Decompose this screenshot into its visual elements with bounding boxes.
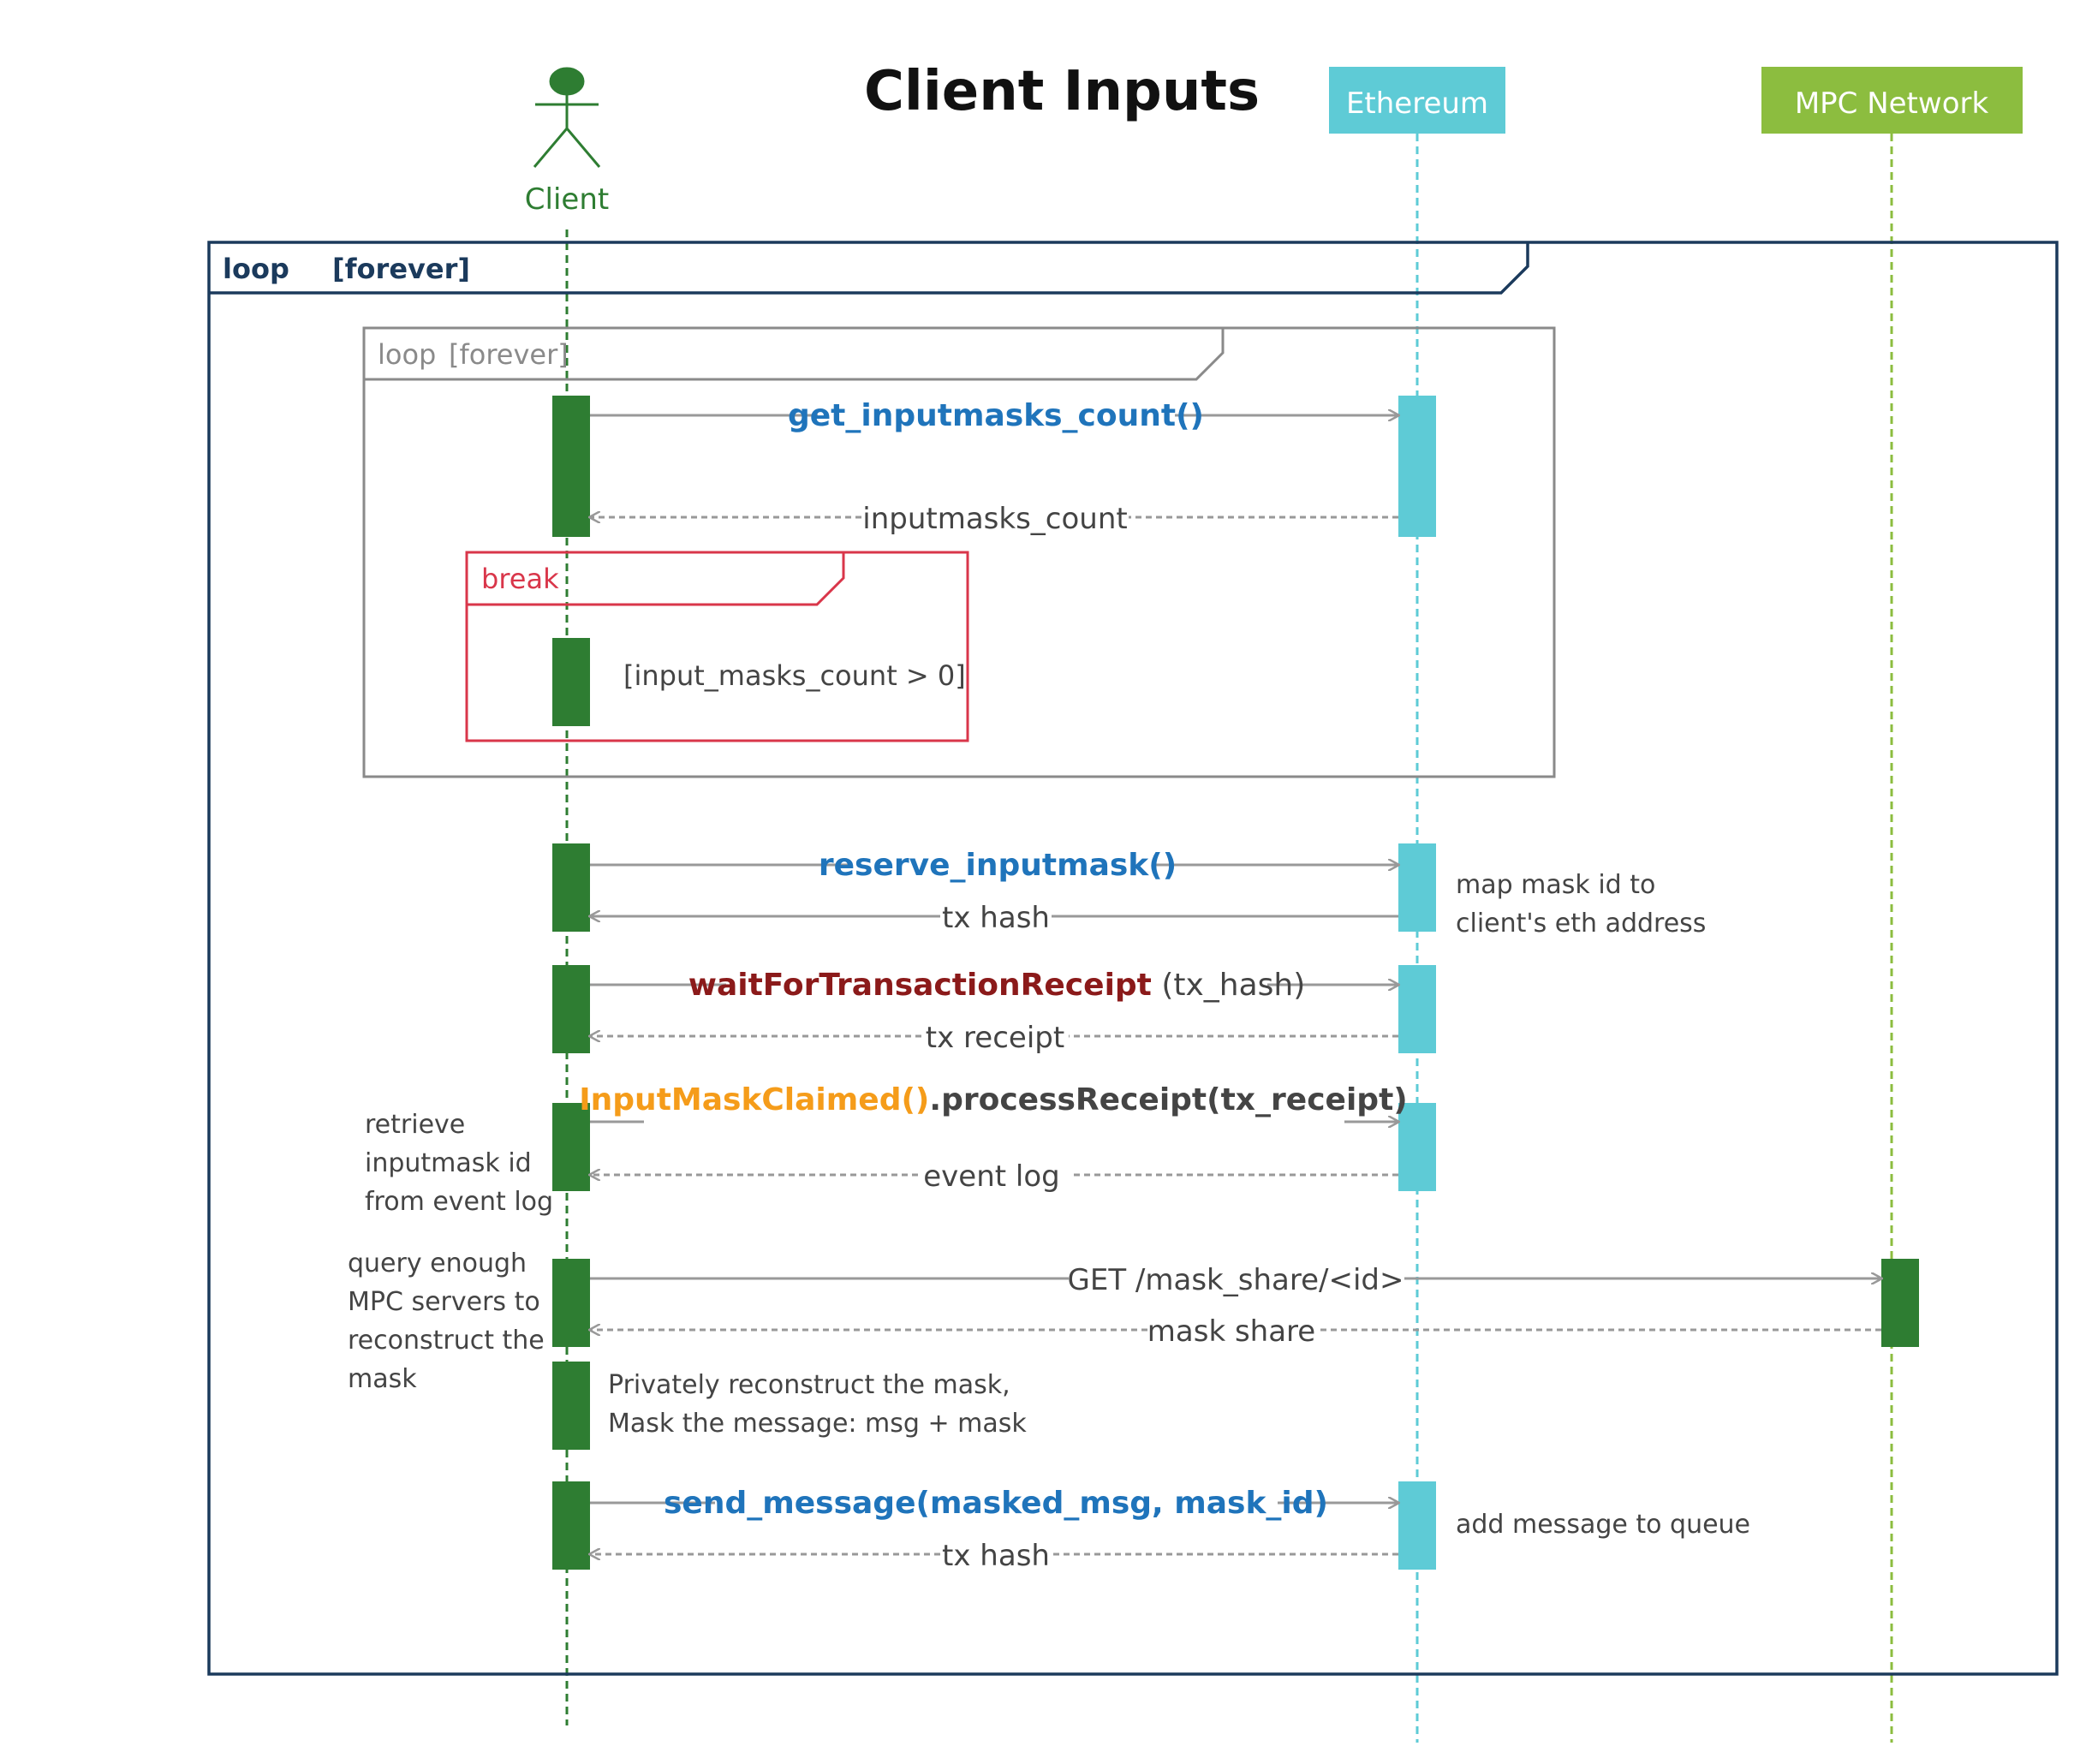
client-activation-bar bbox=[552, 1362, 590, 1450]
return-tx-hash-send: tx hash bbox=[590, 1539, 1398, 1573]
reserve-inputmask-label: reserve_inputmask() bbox=[819, 848, 1177, 883]
ethereum-activation-bar bbox=[1398, 396, 1436, 537]
outer-loop-keyword: loop bbox=[223, 253, 289, 285]
note-reconstruct-mask: Privately reconstruct the mask, Mask the… bbox=[608, 1370, 1027, 1439]
client-activation-bar bbox=[552, 1259, 590, 1347]
ethereum-participant-box bbox=[1329, 67, 1505, 134]
svg-text:mask: mask bbox=[348, 1364, 417, 1394]
mpc-network-label: MPC Network bbox=[1795, 86, 1989, 121]
process-receipt-label: InputMaskClaimed().processReceipt(tx_rec… bbox=[579, 1082, 1407, 1117]
svg-text:retrieve: retrieve bbox=[365, 1110, 465, 1140]
break-keyword: break bbox=[481, 563, 559, 595]
client-activations bbox=[552, 396, 590, 1570]
client-activation-bar bbox=[552, 396, 590, 537]
note-add-message-to-queue: add message to queue bbox=[1456, 1510, 1750, 1540]
note-retrieve-inputmask-id: retrieve inputmask id from event log bbox=[365, 1110, 553, 1217]
tx-hash-label: tx hash bbox=[942, 901, 1050, 935]
message-send-message: send_message(masked_msg, mask_id) bbox=[590, 1486, 1398, 1521]
message-get-inputmasks-count: get_inputmasks_count() bbox=[590, 398, 1398, 433]
client-activation-bar bbox=[552, 1481, 590, 1570]
message-reserve-inputmask: reserve_inputmask() bbox=[590, 848, 1398, 883]
message-process-receipt: InputMaskClaimed().processReceipt(tx_rec… bbox=[579, 1082, 1408, 1122]
break-condition: [input_masks_count > 0] bbox=[623, 659, 966, 692]
outer-loop-condition: [forever] bbox=[332, 253, 470, 285]
diagram-title: Client Inputs bbox=[864, 60, 1260, 123]
client-activation-bar bbox=[552, 1103, 590, 1191]
svg-text:MPC servers to: MPC servers to bbox=[348, 1287, 540, 1317]
break-frame: break [input_masks_count > 0] bbox=[465, 551, 969, 742]
svg-text:reconstruct the: reconstruct the bbox=[348, 1326, 545, 1356]
svg-text:map mask id to: map mask id to bbox=[1456, 870, 1655, 900]
outer-loop-frame: loop [forever] bbox=[207, 241, 2059, 1676]
svg-text:Privately reconstruct the mask: Privately reconstruct the mask, bbox=[608, 1370, 1010, 1400]
return-event-log: event log bbox=[590, 1159, 1398, 1194]
tx-receipt-label: tx receipt bbox=[926, 1021, 1064, 1055]
ethereum-activation-bar bbox=[1398, 1103, 1436, 1191]
get-mask-share-label: GET /mask_share/<id> bbox=[1068, 1263, 1404, 1297]
ethereum-activation-bar bbox=[1398, 1481, 1436, 1570]
inner-loop-frame: loop [forever] bbox=[362, 326, 1556, 778]
mpc-activation-bar bbox=[1881, 1259, 1919, 1347]
send-tx-hash-label: tx hash bbox=[942, 1539, 1050, 1573]
client-actor-icon bbox=[533, 67, 601, 168]
mask-share-label: mask share bbox=[1147, 1314, 1315, 1349]
note-map-mask-id: map mask id to client's eth address bbox=[1456, 870, 1706, 939]
send-message-label: send_message(masked_msg, mask_id) bbox=[664, 1486, 1328, 1521]
message-get-mask-share: GET /mask_share/<id> bbox=[590, 1263, 1881, 1297]
ethereum-activation-bar bbox=[1398, 843, 1436, 932]
svg-text:Mask the message: msg + mask: Mask the message: msg + mask bbox=[608, 1409, 1027, 1439]
inputmasks-count-label: inputmasks_count bbox=[862, 502, 1127, 536]
event-log-label: event log bbox=[923, 1159, 1059, 1194]
get-inputmasks-count-label: get_inputmasks_count() bbox=[788, 398, 1204, 433]
inner-loop-keyword: loop bbox=[378, 338, 436, 371]
message-wait-for-receipt: waitForTransactionReceipt (tx_hash) bbox=[590, 968, 1398, 1003]
client-activation-bar bbox=[552, 843, 590, 932]
svg-text:inputmask id: inputmask id bbox=[365, 1148, 532, 1178]
svg-text:from event log: from event log bbox=[365, 1187, 553, 1217]
client-label: Client bbox=[525, 182, 609, 217]
inner-loop-condition: [forever] bbox=[449, 338, 569, 371]
ethereum-activation-bar bbox=[1398, 965, 1436, 1053]
return-inputmasks-count: inputmasks_count bbox=[590, 502, 1398, 536]
return-tx-hash-reserve: tx hash bbox=[590, 901, 1398, 935]
svg-text:client's eth address: client's eth address bbox=[1456, 909, 1706, 939]
wait-for-receipt-label: waitForTransactionReceipt (tx_hash) bbox=[688, 968, 1306, 1003]
note-query-mpc-servers: query enough MPC servers to reconstruct … bbox=[348, 1249, 545, 1394]
return-mask-share: mask share bbox=[590, 1314, 1881, 1349]
ethereum-label: Ethereum bbox=[1346, 86, 1488, 121]
client-activation-bar bbox=[552, 638, 590, 726]
client-activation-bar bbox=[552, 965, 590, 1053]
svg-text:query enough: query enough bbox=[348, 1249, 527, 1278]
mpc-network-participant-box bbox=[1761, 67, 2023, 134]
return-tx-receipt: tx receipt bbox=[590, 1021, 1398, 1055]
ethereum-activations bbox=[1398, 396, 1436, 1570]
